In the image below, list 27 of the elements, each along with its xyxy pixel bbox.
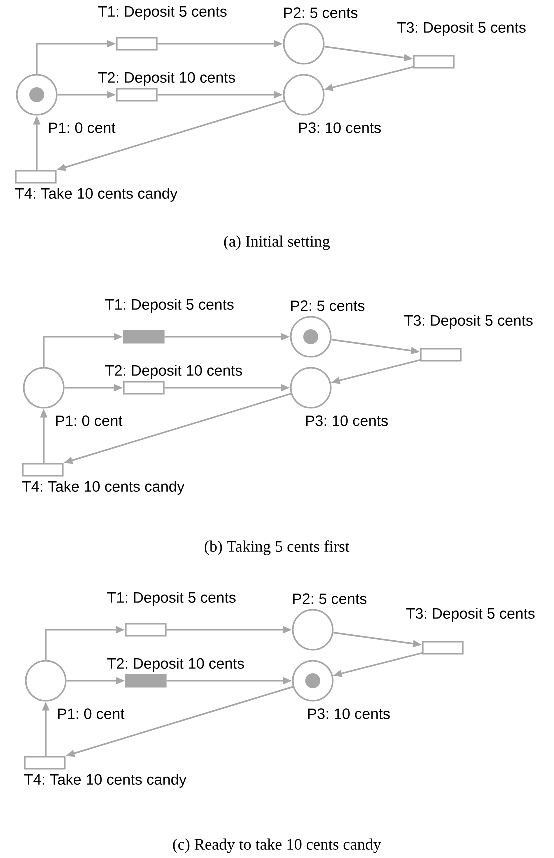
node-label: P3: 10 cents (308, 708, 390, 720)
token-dot (304, 330, 318, 344)
token-dot (306, 674, 320, 688)
node-label: T4: Take 10 cents candy (24, 774, 187, 788)
node-label: P2: 5 cents (293, 594, 367, 604)
node-label: P1: 0 cent (49, 122, 116, 134)
node-label: T2: Deposit 10 cents (108, 658, 244, 672)
node-label: P3: 10 cents (306, 416, 388, 426)
node-label: T1: Deposit 5 cents (106, 299, 234, 313)
node-label: P1: 0 cent (56, 416, 123, 426)
node-label: T2: Deposit 10 cents (106, 365, 242, 379)
node-label: P1: 0 cent (58, 708, 125, 720)
token-dot (30, 88, 44, 102)
node-label: P2: 5 cents (284, 8, 358, 18)
node-label: T3: Deposit 5 cents (406, 608, 535, 622)
node-label: P2: 5 cents (291, 300, 365, 312)
node-label: T3: Deposit 5 cents (404, 315, 533, 329)
caption: (b) Taking 5 cents first (204, 540, 350, 556)
node-label: T3: Deposit 5 cents (398, 22, 526, 36)
node-label: T2: Deposit 10 cents (98, 72, 236, 86)
node-label: T4: Take 10 cents candy (16, 188, 178, 202)
node-label: T1: Deposit 5 cents (108, 592, 236, 606)
caption: (a) Initial setting (224, 236, 330, 250)
node-label: T1: Deposit 5 cents (98, 6, 227, 20)
node-label: P3: 10 cents (299, 122, 382, 134)
caption: (c) Ready to take 10 cents candy (173, 838, 382, 854)
node-label: T4: Take 10 cents candy (22, 481, 185, 495)
